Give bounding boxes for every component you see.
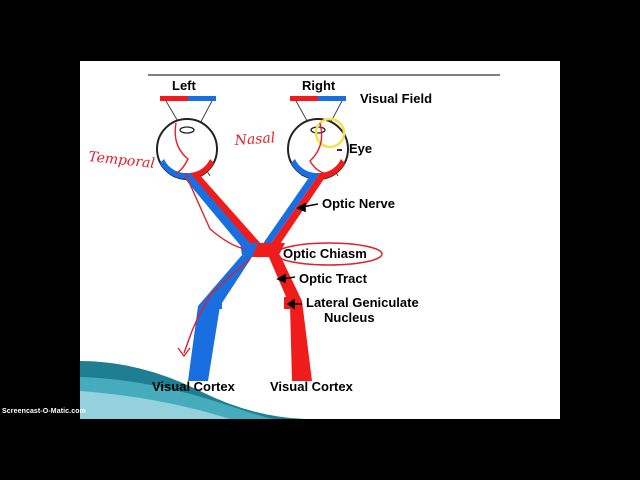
optic-chiasm-label: Optic Chiasm	[283, 246, 367, 261]
eye-label: Eye	[349, 141, 372, 156]
optic-chiasm-shape	[240, 243, 285, 257]
visual-field-right-bar	[290, 96, 346, 101]
lgn-label-line2: Nucleus	[324, 310, 375, 325]
optic-nerves	[180, 173, 328, 251]
hand-annotations	[174, 122, 383, 358]
slide: Left Right Visual Field Eye Optic Nerve …	[80, 61, 560, 419]
visual-pathway-diagram: Left Right Visual Field Eye Optic Nerve …	[80, 74, 500, 419]
field-right-label: Right	[302, 78, 336, 93]
left-eye	[156, 118, 218, 180]
pointer-arrows	[276, 149, 342, 310]
cortex-left-label: Visual Cortex	[152, 379, 236, 394]
field-left-label: Left	[172, 78, 197, 93]
optic-nerve-label: Optic Nerve	[322, 196, 395, 211]
cortex-right-label: Visual Cortex	[270, 379, 354, 394]
watermark: Screencast-O-Matic.com	[2, 408, 86, 415]
optic-tract-label: Optic Tract	[299, 271, 368, 286]
visual-field-left-bar	[160, 96, 216, 101]
decorative-wave	[80, 361, 320, 419]
highlight-circle	[314, 117, 346, 149]
temporal-annotation: Temporal	[88, 149, 156, 172]
nasal-annotation: Nasal	[233, 130, 276, 149]
lgn-label-line1: Lateral Geniculate	[306, 295, 419, 310]
optic-tracts	[188, 255, 312, 381]
visual-field-label: Visual Field	[360, 91, 432, 106]
